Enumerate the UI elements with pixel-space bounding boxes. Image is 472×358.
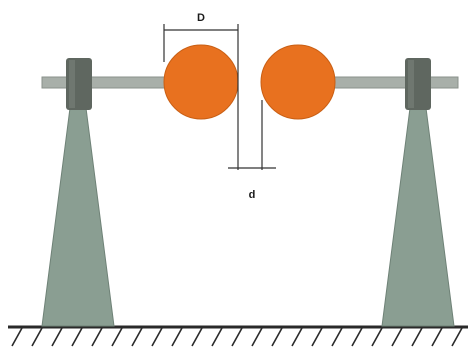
left-rod — [41, 76, 173, 89]
diameter-label: D — [197, 12, 205, 24]
right-sphere — [260, 44, 336, 120]
diameter-dimension — [163, 24, 239, 170]
right-clamp-highlight — [408, 60, 414, 108]
left-support — [41, 107, 115, 327]
ground — [8, 325, 468, 347]
ground-hatching — [11, 327, 463, 347]
right-support — [381, 107, 455, 327]
right-rod — [327, 76, 459, 89]
left-sphere — [163, 44, 239, 120]
gap-dimension — [228, 100, 276, 170]
gap-label: d — [249, 189, 256, 201]
left-clamp-highlight — [69, 60, 75, 108]
